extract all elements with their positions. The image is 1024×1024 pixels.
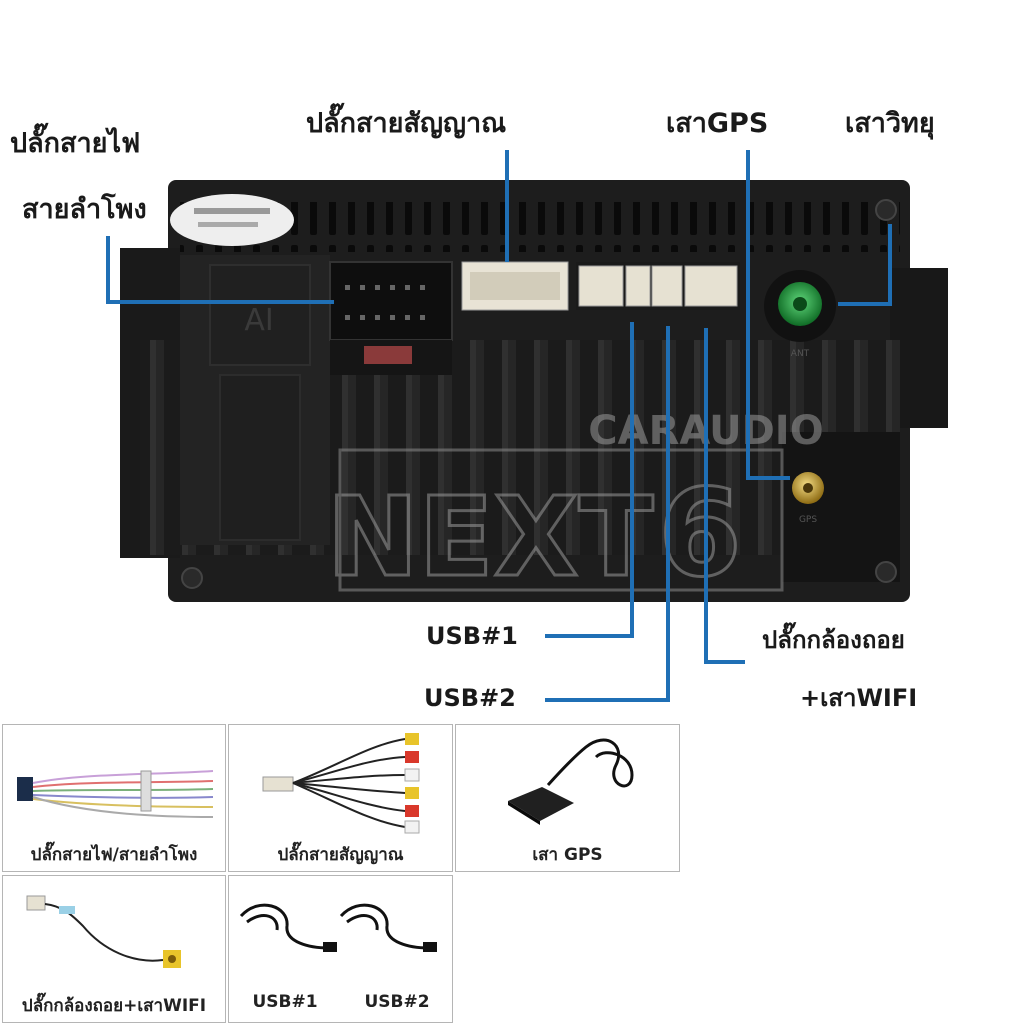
caption-power-harness: ปลั๊กสายไฟ/สายลำโพง bbox=[30, 845, 198, 865]
gps-port-label: GPS bbox=[799, 515, 817, 525]
accessory-usb-cables: USB#1 USB#2 bbox=[228, 875, 453, 1023]
accessory-power-harness: ปลั๊กสายไฟ/สายลำโพง bbox=[2, 724, 226, 872]
head-unit-back-diagram: AI ANT bbox=[106, 150, 948, 702]
camera-wifi-image bbox=[26, 895, 181, 968]
leader-radio bbox=[838, 224, 892, 306]
leader-gps bbox=[746, 150, 790, 480]
accessory-camera-wifi: ปลั๊กกล้องถอย+เสาWIFI bbox=[2, 875, 226, 1023]
watermark-next: NEXT bbox=[326, 473, 653, 601]
label-speaker-wire: สายลำโพง bbox=[22, 194, 147, 225]
caption-camera-wifi: ปลั๊กกล้องถอย+เสาWIFI bbox=[21, 996, 207, 1016]
label-usb1: USB#1 bbox=[426, 622, 518, 650]
usb-camera-connectors bbox=[576, 262, 740, 310]
brand-logo: AI bbox=[244, 303, 273, 338]
leader-camera bbox=[704, 328, 745, 664]
gps-antenna-image bbox=[508, 738, 634, 825]
caption-usb2: USB#2 bbox=[364, 992, 430, 1012]
power-harness-image bbox=[17, 770, 214, 818]
accessory-signal-harness: ปลั๊กสายสัญญาณ bbox=[228, 724, 453, 872]
label-gps-antenna: เสาGPS bbox=[666, 108, 769, 139]
caption-signal-harness: ปลั๊กสายสัญญาณ bbox=[277, 845, 404, 865]
leader-usb2 bbox=[545, 326, 670, 702]
label-rear-camera-plug: ปลั๊กกล้องถอย bbox=[762, 626, 905, 654]
screws bbox=[181, 199, 897, 589]
label-radio-antenna: เสาวิทยุ bbox=[845, 108, 935, 139]
usb-cables-image bbox=[239, 903, 437, 952]
caption-gps-antenna: เสา GPS bbox=[532, 845, 603, 865]
gps-port: GPS bbox=[782, 432, 900, 582]
accessory-gps-antenna: เสา GPS bbox=[455, 724, 680, 872]
label-power-plug: ปลั๊กสายไฟ bbox=[10, 128, 141, 159]
label-sticker bbox=[170, 194, 294, 246]
watermark-digit: 6 bbox=[658, 465, 742, 604]
signal-connector bbox=[461, 261, 569, 311]
radio-antenna-port: ANT bbox=[764, 270, 836, 359]
signal-harness-image bbox=[262, 733, 420, 834]
label-usb2: USB#2 bbox=[424, 684, 516, 712]
label-wifi-antenna: +เสาWIFI bbox=[800, 684, 918, 712]
leader-lines bbox=[106, 150, 892, 702]
leader-usb1 bbox=[545, 322, 634, 638]
leader-power bbox=[106, 236, 334, 304]
ant-port-label: ANT bbox=[791, 349, 810, 359]
label-signal-plug: ปลั๊กสายสัญญาณ bbox=[306, 108, 507, 139]
power-connector bbox=[329, 261, 453, 375]
caption-usb1: USB#1 bbox=[252, 992, 318, 1012]
